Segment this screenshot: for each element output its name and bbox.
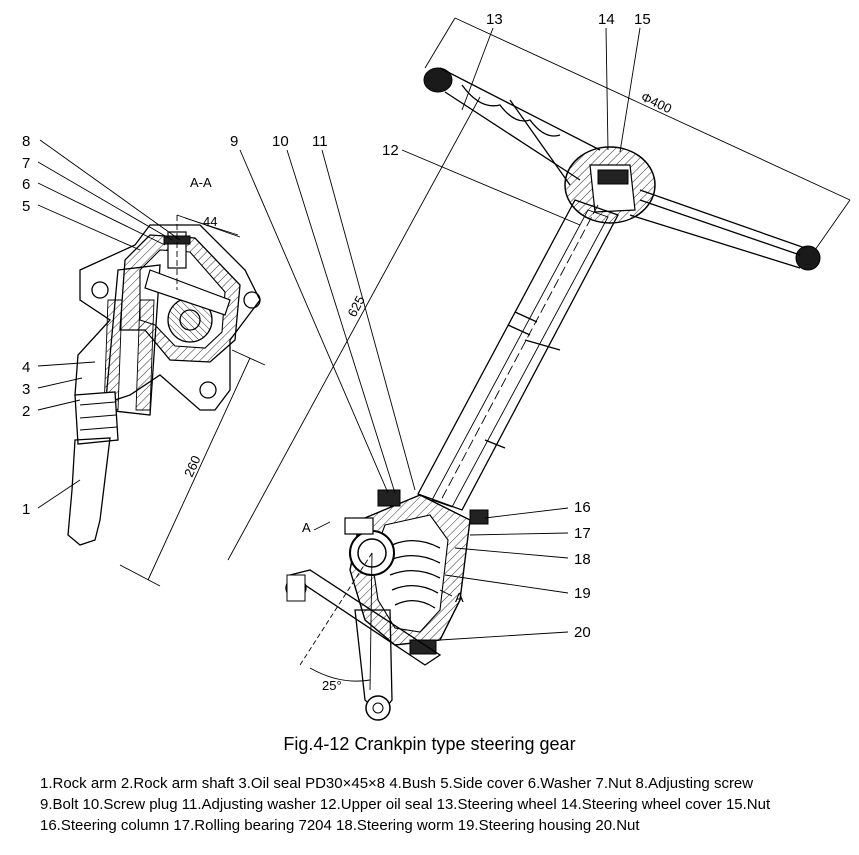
callout-2: 2 xyxy=(22,403,30,420)
callout-12: 12 xyxy=(382,142,399,159)
callout-11: 11 xyxy=(312,133,328,150)
callout-17: 17 xyxy=(574,525,591,542)
callout-18: 18 xyxy=(574,551,591,568)
callout-8: 8 xyxy=(22,133,30,150)
callout-13: 13 xyxy=(486,11,503,28)
callout-10: 10 xyxy=(272,133,289,150)
dimension-260: 260 xyxy=(181,453,204,479)
section-view-a-a: 44 A-A xyxy=(67,175,261,546)
steering-gear-drawing: 44 A-A 260 625 Φ400 xyxy=(22,11,851,721)
callout-7: 7 xyxy=(22,155,30,172)
legend-line-2: 9.Bolt 10.Screw plug 11.Adjusting washer… xyxy=(40,796,771,813)
callout-19: 19 xyxy=(574,585,591,602)
main-assembly: 625 Φ400 xyxy=(227,17,851,721)
dimension-44: 44 xyxy=(203,214,217,229)
callout-16: 16 xyxy=(574,499,591,516)
leader-lines xyxy=(37,27,641,641)
dimension-400: Φ400 xyxy=(639,89,674,116)
callout-9: 9 xyxy=(230,133,238,150)
section-mark-a-right: A xyxy=(455,590,464,605)
parts-legend: 1.Rock arm 2.Rock arm shaft 3.Oil seal P… xyxy=(40,773,840,836)
callout-4: 4 xyxy=(22,359,30,376)
callout-numbers: 8 7 6 5 4 3 2 1 9 10 11 12 13 14 15 16 1… xyxy=(22,11,651,641)
callout-14: 14 xyxy=(598,11,615,28)
section-mark-a-left: A xyxy=(302,520,311,535)
callout-6: 6 xyxy=(22,176,30,193)
legend-line-1: 1.Rock arm 2.Rock arm shaft 3.Oil seal P… xyxy=(40,775,754,792)
figure-caption: Fig.4-12 Crankpin type steering gear xyxy=(283,734,576,754)
callout-20: 20 xyxy=(574,624,591,641)
callout-3: 3 xyxy=(22,381,30,398)
callout-15: 15 xyxy=(634,11,651,28)
callout-5: 5 xyxy=(22,198,30,215)
callout-1: 1 xyxy=(22,501,30,518)
section-label: A-A xyxy=(190,175,212,190)
angle-25: 25° xyxy=(322,678,342,693)
legend-line-3: 16.Steering column 17.Rolling bearing 72… xyxy=(40,817,640,834)
